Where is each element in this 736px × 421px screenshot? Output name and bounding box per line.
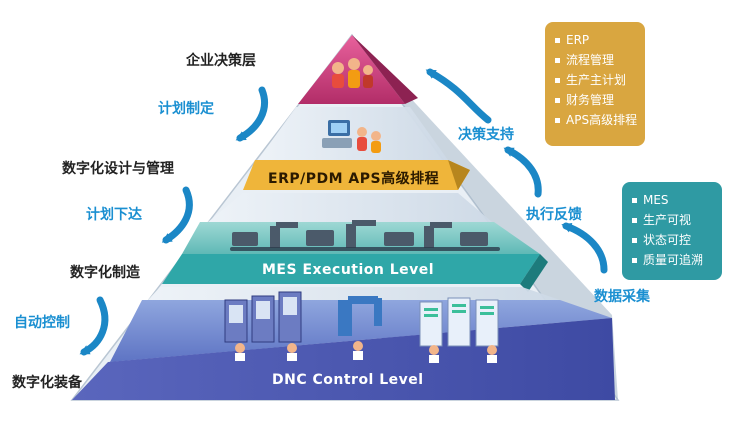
flow-auto-control: 自动控制 <box>14 315 70 331</box>
erp_box-item: 流程管理 <box>555 50 635 70</box>
erp_box-item: APS高级排程 <box>555 110 637 130</box>
glass-band-3 <box>148 287 560 300</box>
apex-right-face <box>352 35 418 104</box>
right-arrow-2 <box>503 146 542 198</box>
label-digital-equipment: 数字化装备 <box>12 375 82 391</box>
glass-band-2 <box>208 193 492 222</box>
robot-line-icon <box>232 220 488 248</box>
label-digital-manufacturing: 数字化制造 <box>70 265 140 281</box>
mes_box-item: MES <box>632 190 712 210</box>
robot-arm-icon <box>338 296 382 360</box>
erp_box-item: ERP <box>555 30 635 50</box>
right-arrow-3 <box>561 222 608 274</box>
erp-band <box>243 160 470 190</box>
cnc-machine-icon <box>224 291 302 361</box>
left-arrow-2 <box>161 186 193 244</box>
mes_box-item: 生产可视 <box>632 210 712 230</box>
mes_box-item: 质量可追溯 <box>632 250 712 270</box>
executive-figures-icon <box>332 58 373 88</box>
left-arrow-3 <box>79 296 109 356</box>
band-label-mes: MES Execution Level <box>262 262 435 278</box>
label-top-level: 企业决策层 <box>186 53 256 69</box>
mes_box-item: 状态可控 <box>632 230 712 250</box>
left-arrow-1 <box>235 86 268 142</box>
conveyor-icon <box>230 247 500 251</box>
mes-band <box>162 254 540 284</box>
erp_box-item: 生产主计划 <box>555 70 635 90</box>
mes-band-side <box>520 254 548 292</box>
right-arrow-1 <box>425 68 492 124</box>
apex-layer <box>298 35 405 104</box>
band-label-erp: ERP/PDM APS高级排程 <box>268 171 440 187</box>
erp-band-side <box>448 160 470 190</box>
flow-plan-issue: 计划下达 <box>86 207 142 223</box>
server-rack-icon <box>419 297 499 363</box>
flow-plan-make: 计划制定 <box>158 101 214 117</box>
flow-execution-feedback: 执行反馈 <box>526 207 582 223</box>
flow-data-collection: 数据采集 <box>594 289 650 305</box>
erp-figures-icon <box>322 120 381 153</box>
label-design-management: 数字化设计与管理 <box>62 161 174 177</box>
flow-decision-support: 决策支持 <box>458 127 514 143</box>
erp_box-item: 财务管理 <box>555 90 635 110</box>
glass-band-1 <box>258 107 448 160</box>
band-label-dnc: DNC Control Level <box>272 372 424 388</box>
